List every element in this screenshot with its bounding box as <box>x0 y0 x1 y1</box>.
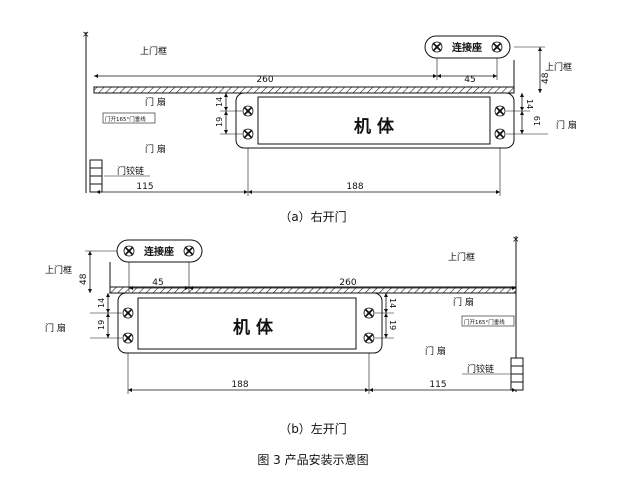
frame-mark: × <box>82 30 90 40</box>
label-swing-note: 门开165°门垂线 <box>105 115 146 123</box>
connector-block: 连接座 <box>424 35 511 59</box>
label-door-leaf-2: 门 扇 <box>425 345 446 357</box>
dim-19-left: 19 <box>97 320 106 330</box>
door-frame-bar <box>93 86 515 94</box>
dim-19-right: 19 <box>388 320 397 330</box>
dim-260: 260 <box>339 278 356 288</box>
label-door-leaf-2: 门 扇 <box>145 143 166 155</box>
dim-48: 48 <box>541 72 551 84</box>
figure-caption: 图 3 产品安装示意图 <box>257 453 369 467</box>
dim-188: 188 <box>231 380 248 390</box>
machine-body: 机 体 <box>117 292 383 354</box>
hinge-icon <box>510 357 524 391</box>
label-door-leaf-1: 门 扇 <box>453 296 474 308</box>
diagram-a: × 上门框 上门框 连接座 260 45 48 <box>82 30 577 196</box>
label-hinge: 门铰链 <box>117 165 144 177</box>
label-connector: 连接座 <box>144 245 174 258</box>
dim-115: 115 <box>136 182 153 192</box>
label-body: 机 体 <box>233 317 274 338</box>
frame-mark: × <box>512 235 520 245</box>
dim-14-right: 14 <box>525 99 534 109</box>
dim-45: 45 <box>152 278 163 288</box>
dim-14-left: 14 <box>215 97 224 107</box>
diagram-b: × 上门框 上门框 连接座 45 260 48 <box>45 235 524 394</box>
caption-a: （a）右开门 <box>279 210 347 224</box>
dim-14-left: 14 <box>97 298 106 308</box>
label-door-frame-right: 上门框 <box>448 251 475 263</box>
dim-14-right: 14 <box>388 298 397 308</box>
label-hinge: 门铰链 <box>467 363 494 375</box>
hinge-icon <box>89 159 103 193</box>
connector-block: 连接座 <box>116 239 203 263</box>
label-connector: 连接座 <box>452 41 482 54</box>
label-door-frame-left: 上门框 <box>140 45 167 57</box>
label-swing-note: 门开165°门垂线 <box>464 318 505 326</box>
caption-b: （b）左开门 <box>279 422 347 436</box>
dim-45: 45 <box>464 75 475 85</box>
label-body: 机 体 <box>354 116 395 137</box>
label-door-frame-right: 上门框 <box>545 61 572 73</box>
label-door-leaf-1: 门 扇 <box>145 96 166 108</box>
dim-188: 188 <box>346 182 363 192</box>
dim-115: 115 <box>429 380 446 390</box>
label-door-leaf-left: 门 扇 <box>45 322 66 334</box>
dim-19-right: 19 <box>533 116 542 126</box>
dim-48: 48 <box>79 273 89 285</box>
label-door-frame-left: 上门框 <box>45 264 72 276</box>
label-door-leaf-right: 门 扇 <box>556 119 577 131</box>
dim-19-left: 19 <box>215 117 224 127</box>
dim-260: 260 <box>256 75 273 85</box>
machine-body: 机 体 <box>235 92 515 149</box>
